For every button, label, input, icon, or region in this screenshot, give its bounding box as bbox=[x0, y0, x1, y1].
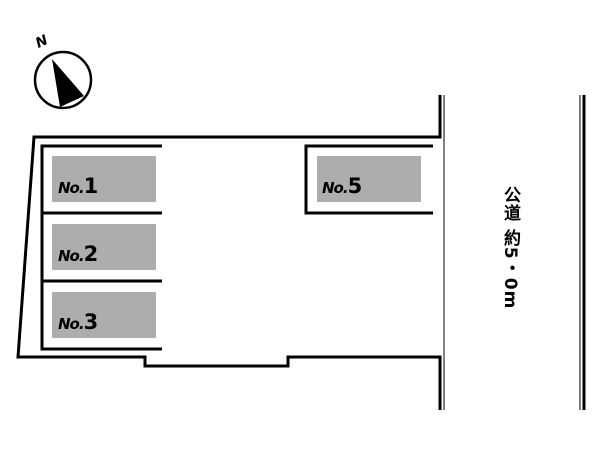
lot-prefix: No. bbox=[58, 315, 85, 333]
compass bbox=[33, 50, 93, 110]
lot-label-2: No.2 bbox=[58, 242, 99, 266]
lot-prefix: No. bbox=[322, 179, 349, 197]
lot-prefix: No. bbox=[58, 179, 85, 197]
lot-1-fill bbox=[52, 156, 156, 202]
right-bay-frame bbox=[304, 144, 433, 215]
lot-number: 1 bbox=[83, 174, 99, 198]
property-boundary bbox=[16, 95, 442, 410]
lot-label-5: No.5 bbox=[322, 174, 363, 198]
lot-number: 5 bbox=[347, 174, 363, 198]
lot-label-3: No.3 bbox=[58, 310, 99, 334]
left-bays-frame bbox=[40, 144, 162, 351]
lot-2-fill bbox=[52, 224, 156, 270]
lot-label-1: No.1 bbox=[58, 174, 99, 198]
lot-3-fill bbox=[52, 292, 156, 338]
lot-number: 2 bbox=[83, 242, 99, 266]
lot-number: 3 bbox=[83, 310, 99, 334]
road-label: 公道 約5・0m bbox=[500, 186, 520, 310]
lot-prefix: No. bbox=[58, 247, 85, 265]
lot-5-fill bbox=[317, 156, 421, 202]
